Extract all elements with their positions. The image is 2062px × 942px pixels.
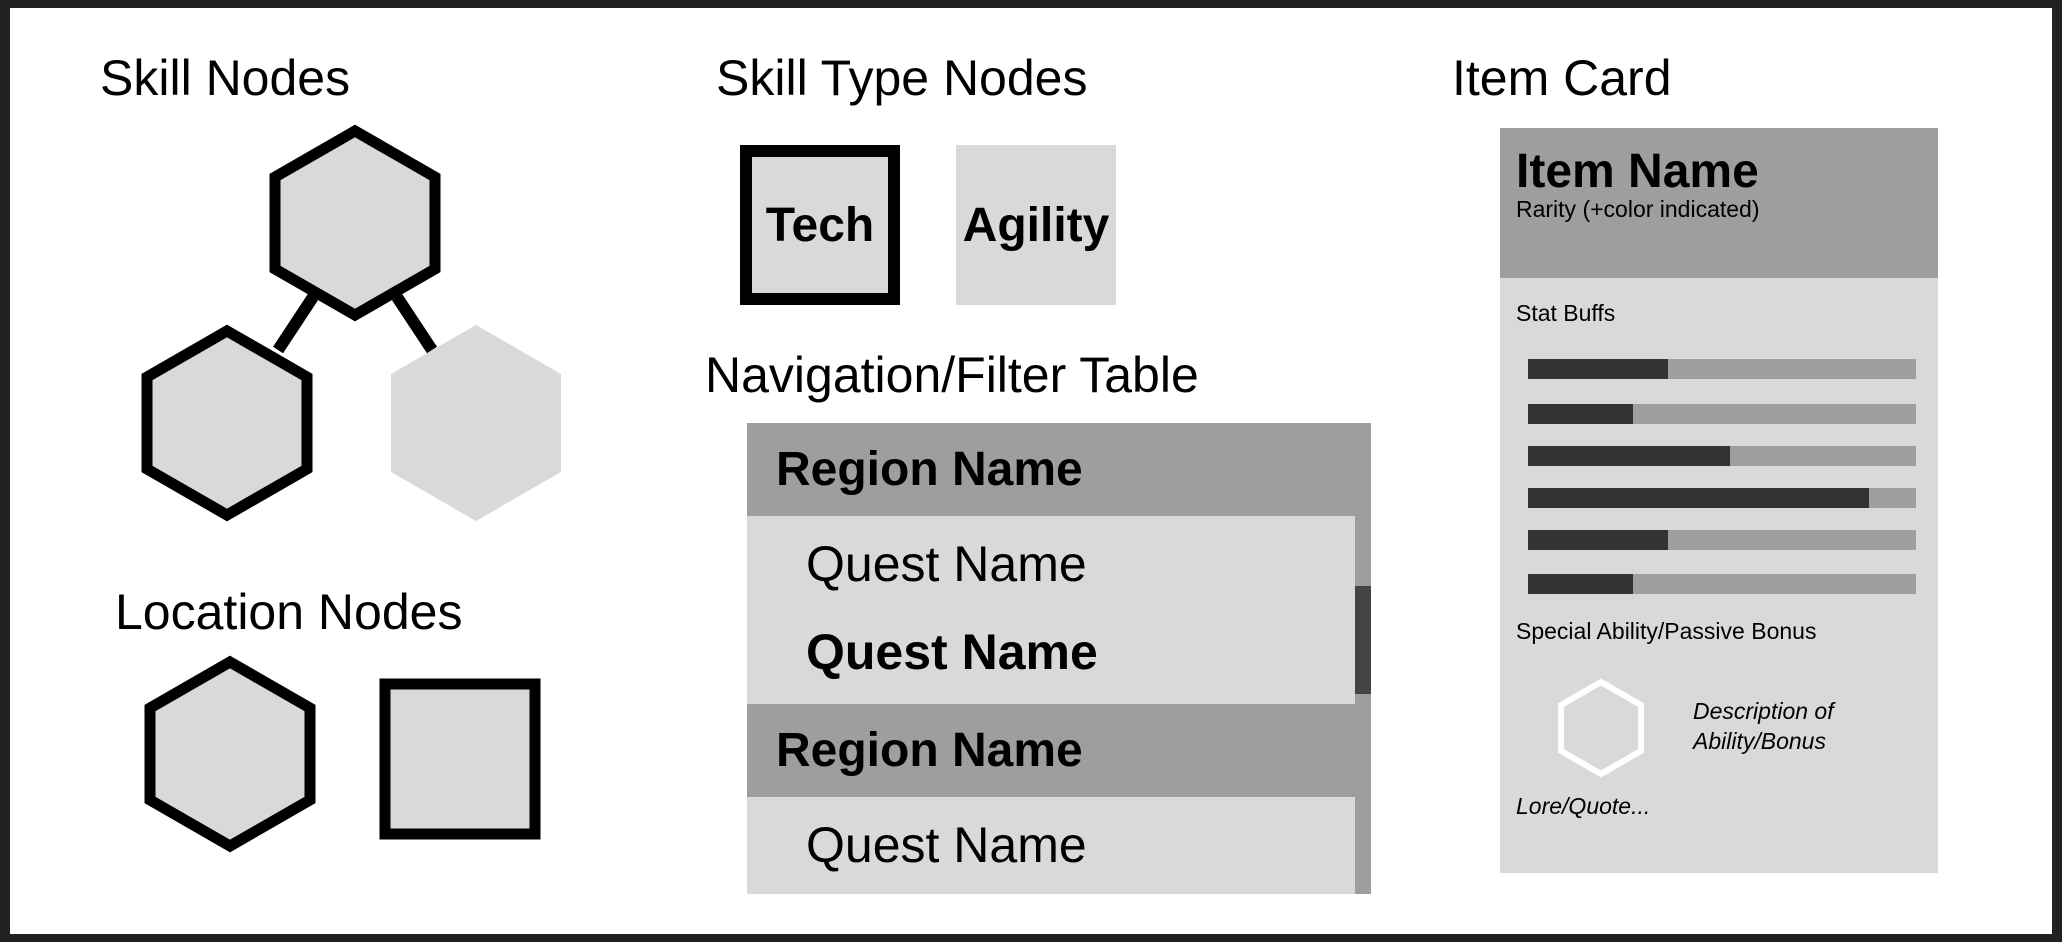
- item-card-heading: Item Card: [1452, 50, 1672, 106]
- skill-tree: [141, 124, 561, 522]
- stat-bar-fill: [1528, 530, 1668, 550]
- stat-bar-fill: [1528, 488, 1870, 508]
- item-rarity: Rarity (+color indicated): [1516, 196, 1760, 222]
- ability-hexagon-icon: [1558, 678, 1644, 778]
- stat-bar: [1528, 574, 1916, 594]
- skill-node-unlocked-top[interactable]: [269, 124, 441, 322]
- stat-buffs-label: Stat Buffs: [1516, 300, 1616, 326]
- navigation-filter-table-heading: Navigation/Filter Table: [705, 347, 1199, 403]
- ability-description-line: Ability/Bonus: [1693, 728, 1826, 754]
- item-name: Item Name: [1516, 145, 1759, 198]
- stat-bar: [1528, 359, 1916, 379]
- stat-bar-fill: [1528, 574, 1633, 594]
- scrollbar-thumb[interactable]: [1355, 586, 1371, 694]
- skill-connector-left: [272, 293, 319, 354]
- quest-list: Quest Name Quest Name: [747, 516, 1355, 704]
- stat-bar-fill: [1528, 404, 1633, 424]
- scrollbar-track[interactable]: [1355, 516, 1371, 894]
- stat-bar-fill: [1528, 446, 1730, 466]
- stat-bar: [1528, 446, 1916, 466]
- quest-row-selected[interactable]: Quest Name: [806, 624, 1098, 680]
- location-node-hexagon[interactable]: [144, 655, 316, 853]
- lore-quote: Lore/Quote...: [1516, 793, 1651, 819]
- skill-type-node-tech[interactable]: Tech: [740, 145, 900, 305]
- quest-list: Quest Name: [747, 797, 1355, 894]
- quest-row[interactable]: Quest Name: [806, 817, 1087, 873]
- location-nodes-heading: Location Nodes: [115, 584, 463, 640]
- stat-bar: [1528, 488, 1916, 508]
- wireframe-canvas: Skill Nodes Skill Type Nodes Item Card N…: [10, 8, 2052, 934]
- location-node-square[interactable]: [379, 678, 541, 840]
- navigation-filter-table: Region Name Quest Name Quest Name Region…: [747, 423, 1371, 894]
- region-row[interactable]: Region Name: [747, 704, 1371, 797]
- skill-node-unlocked-left[interactable]: [141, 324, 313, 522]
- item-card-header: Item Name Rarity (+color indicated): [1500, 128, 1938, 278]
- skill-node-locked[interactable]: [391, 325, 561, 521]
- ability-description: Description of Ability/Bonus: [1693, 696, 1834, 756]
- stat-bar: [1528, 404, 1916, 424]
- item-card: Item Name Rarity (+color indicated) Stat…: [1500, 128, 1938, 873]
- quest-row[interactable]: Quest Name: [806, 536, 1087, 592]
- skill-type-nodes-heading: Skill Type Nodes: [716, 50, 1088, 106]
- stat-bar: [1528, 530, 1916, 550]
- stat-bar-fill: [1528, 359, 1668, 379]
- ability-description-line: Description of: [1693, 698, 1834, 724]
- skill-nodes-heading: Skill Nodes: [100, 50, 351, 106]
- skill-connector-right: [391, 293, 438, 354]
- node-shapes: [141, 124, 561, 853]
- skill-type-node-agility[interactable]: Agility: [956, 145, 1116, 305]
- skill-type-label: Agility: [962, 198, 1110, 252]
- region-row[interactable]: Region Name: [747, 423, 1371, 516]
- skill-type-label: Tech: [765, 198, 875, 252]
- location-node-group: [144, 655, 541, 853]
- special-ability-label: Special Ability/Passive Bonus: [1516, 618, 1817, 644]
